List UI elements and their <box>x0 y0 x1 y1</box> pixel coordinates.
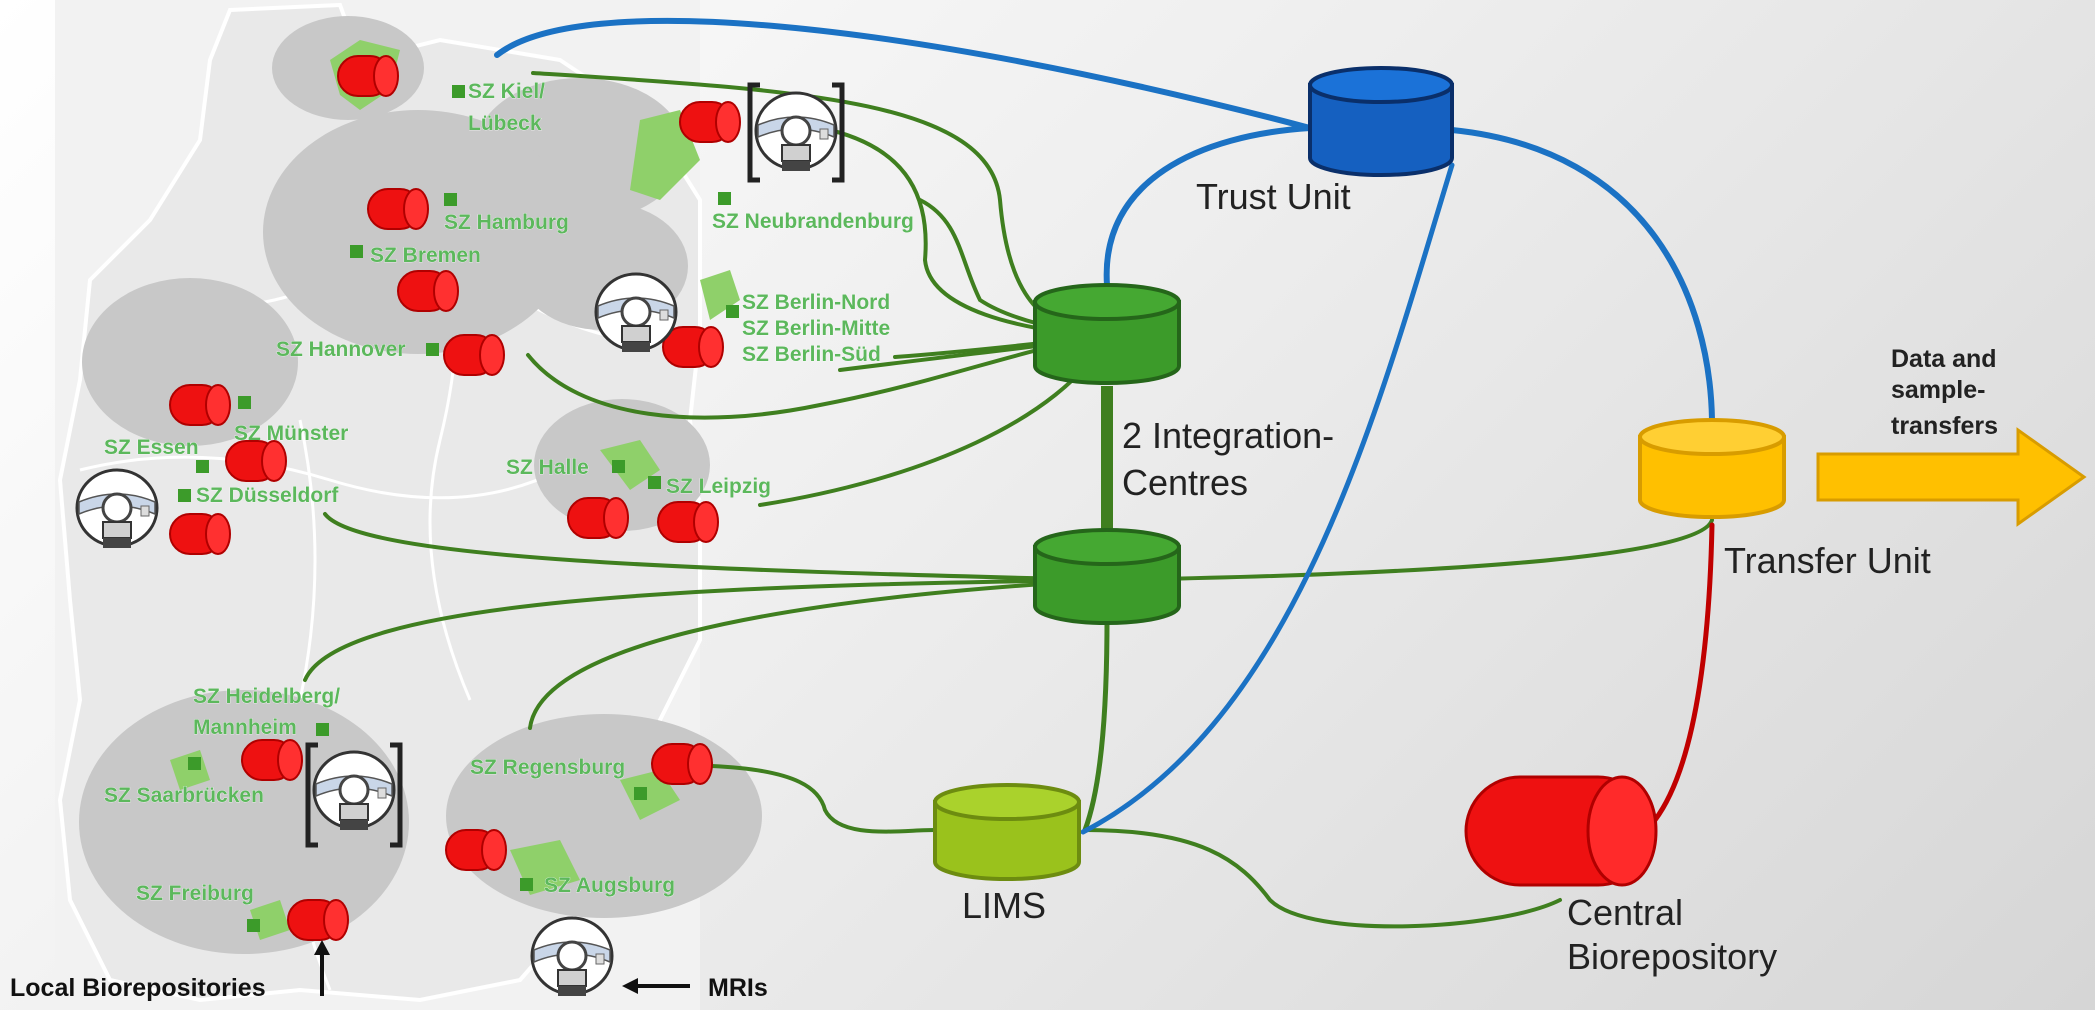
legend-local-biorepositories: Local Biorepositories <box>10 940 330 1002</box>
region-southwest <box>79 690 409 954</box>
mri-icon <box>754 91 838 173</box>
transfers-label-3: transfers <box>1891 412 1998 440</box>
site-label-augsburg: SZ Augsburg <box>544 874 675 897</box>
mri-icon <box>530 916 614 998</box>
site-label-berlin-nord: SZ Berlin-Nord <box>742 291 890 314</box>
site-links-lower <box>303 512 1714 929</box>
site-label-halle: SZ Halle <box>506 456 589 479</box>
mris-label: MRIs <box>708 974 768 1002</box>
site-label-leipzig: SZ Leipzig <box>666 475 771 498</box>
central-biorepository-label-2: Biorepository <box>1567 936 1777 977</box>
central-biorepository-label-1: Central <box>1567 892 1683 933</box>
transfers-label-2: sample- <box>1891 376 1985 404</box>
site-label-essen: SZ Essen <box>104 436 199 459</box>
site-label-neubrandenburg: SZ Neubrandenburg <box>712 210 914 233</box>
region-north <box>263 110 573 354</box>
central-biorepository-node: Central Biorepository <box>1464 775 1777 977</box>
local-biorepositories-label: Local Biorepositories <box>10 974 266 1002</box>
integration-centres-label-1: 2 Integration- <box>1122 415 1334 456</box>
transfer-to-biorepository-link <box>1652 522 1715 823</box>
germany-map: SZ Kiel/ Lübeck SZ Hamburg SZ Bremen SZ … <box>55 0 914 1010</box>
integration-to-lims-link <box>1082 617 1110 833</box>
lims-node: LIMS <box>933 783 1081 926</box>
site-label-heidelberg: SZ Heidelberg/ <box>193 685 340 708</box>
transfer-unit-node: Transfer Unit <box>1638 418 1931 581</box>
integration-centre-lower <box>1033 528 1181 625</box>
site-label-berlin-sued: SZ Berlin-Süd <box>742 343 881 366</box>
trust-links <box>494 17 1715 835</box>
site-label-saarbruecken: SZ Saarbrücken <box>104 784 264 807</box>
site-label-hannover: SZ Hannover <box>276 338 406 361</box>
integration-centres-label-2: Centres <box>1122 462 1248 503</box>
site-label-kiel: SZ Kiel/ <box>468 80 545 103</box>
site-label-duesseldorf: SZ Düsseldorf <box>196 484 339 507</box>
mri-icon <box>594 272 678 354</box>
transfer-unit-label: Transfer Unit <box>1724 540 1931 581</box>
site-label-regensburg: SZ Regensburg <box>470 756 625 779</box>
site-label-kiel-2: Lübeck <box>468 112 542 135</box>
site-label-bremen: SZ Bremen <box>370 244 481 267</box>
site-label-freiburg: SZ Freiburg <box>136 882 254 905</box>
site-label-muenster: SZ Münster <box>234 422 348 445</box>
site-label-hamburg: SZ Hamburg <box>444 211 569 234</box>
trust-unit-node: Trust Unit <box>1196 66 1454 217</box>
site-label-heidelberg-2: Mannheim <box>193 716 297 739</box>
data-sample-transfers-arrow: Data and sample- transfers <box>1816 345 2087 527</box>
mri-icon <box>75 468 159 550</box>
legend-mris: MRIs <box>622 974 768 1002</box>
mri-scanners <box>75 82 845 998</box>
trust-unit-label: Trust Unit <box>1196 176 1351 217</box>
integration-centre-upper <box>1033 283 1181 385</box>
lims-label: LIMS <box>962 885 1046 926</box>
site-label-berlin-mitte: SZ Berlin-Mitte <box>742 317 890 340</box>
transfers-label-1: Data and <box>1891 345 1997 373</box>
mri-icon <box>312 750 396 832</box>
